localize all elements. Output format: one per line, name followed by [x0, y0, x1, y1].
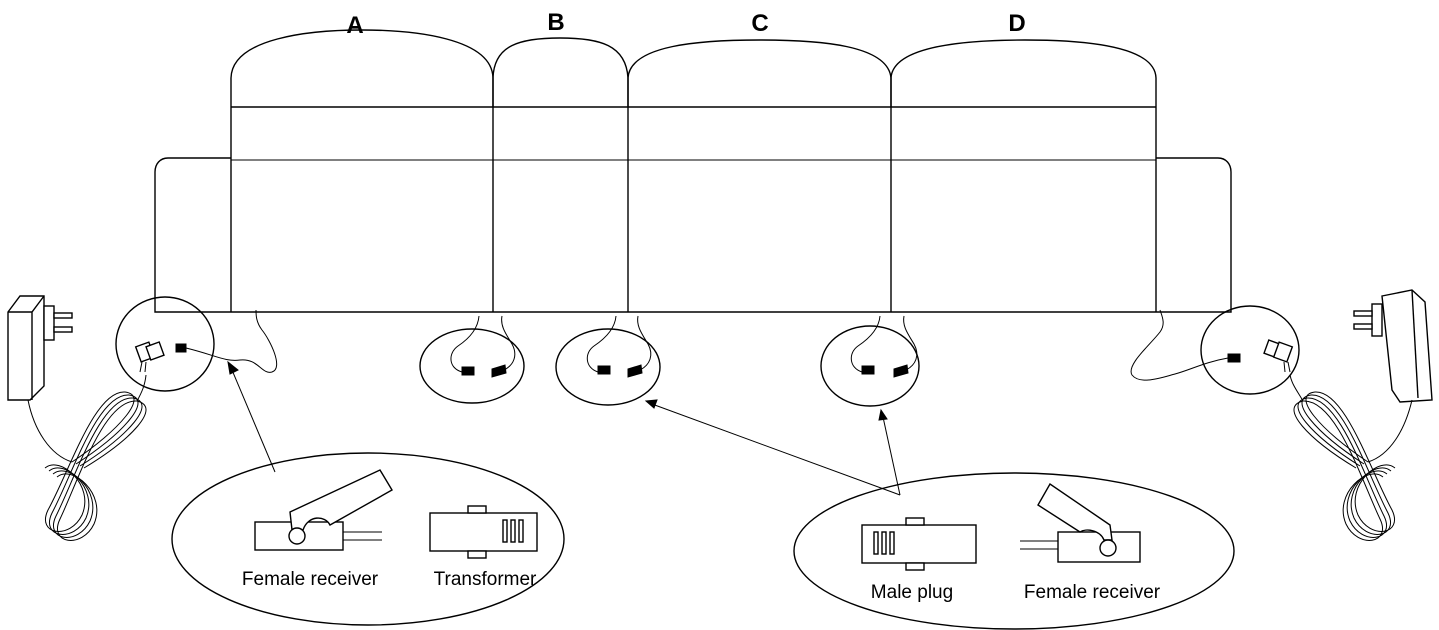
left-connection-circle [115, 296, 278, 392]
connection-circle-a-b [419, 315, 525, 404]
right-cable-plug-icon [1227, 353, 1241, 363]
left-cable-plug-icon [175, 343, 187, 353]
male-plug-icon [861, 365, 875, 375]
male-plug-icon [461, 366, 475, 376]
left-female-receiver-icon [134, 341, 165, 373]
right-female-receiver-icon [1263, 339, 1294, 373]
back-cushion-d [890, 39, 1157, 158]
callout-label-male-plug: Male plug [871, 582, 953, 603]
left-callout: Female receiver Transformer [171, 452, 565, 626]
female-receiver-icon [254, 469, 393, 551]
connection-circle-c-d [820, 315, 920, 407]
adapter-plug-block [43, 305, 55, 341]
left-power-adapter [7, 295, 147, 541]
right-coiled-cord [1289, 374, 1413, 541]
adapter-prong-bottom [1353, 323, 1373, 330]
callout-label-female-receiver: Female receiver [1024, 582, 1161, 603]
callout-label-female-receiver: Female receiver [242, 569, 379, 590]
pointer-arrows [227, 360, 901, 496]
arrow-to-circle-c-d [882, 416, 901, 496]
left-coiled-cord [27, 374, 147, 541]
adapter-prong-top [1353, 310, 1373, 317]
section-label-b: B [547, 9, 564, 36]
back-cushion-b [492, 37, 629, 107]
right-callout: Male plug Female receiver [793, 472, 1235, 630]
male-plug-icon [597, 365, 611, 375]
adapter-prong-top [53, 312, 73, 319]
back-cushion-a [230, 29, 494, 107]
right-cable [1130, 309, 1229, 381]
female-receiver-plug-icon [893, 364, 909, 378]
arrow-left-callout [231, 369, 276, 473]
sofa [154, 29, 1232, 313]
left-arm [154, 157, 231, 313]
adapter-prong-bottom [53, 326, 73, 333]
callout-label-transformer: Transformer [434, 569, 537, 590]
transformer-icon [429, 505, 538, 559]
male-plug-icon [861, 517, 977, 571]
female-receiver-icon [1020, 482, 1141, 563]
arrow-to-circle-b-c [651, 403, 901, 496]
female-receiver-plug-icon [627, 364, 643, 378]
connection-circle-b-c [555, 315, 661, 406]
section-label-c: C [751, 10, 768, 37]
right-arm [1156, 157, 1232, 313]
adapter-body [1381, 289, 1433, 403]
right-power-adapter [1289, 289, 1433, 541]
adapter-plug-block [1371, 303, 1383, 337]
left-cable [185, 309, 278, 373]
section-label-a: A [346, 12, 363, 39]
right-connection-circle [1130, 305, 1300, 395]
section-label-d: D [1008, 10, 1025, 37]
female-receiver-plug-icon [491, 364, 507, 378]
back-cushion-c [627, 39, 892, 107]
adapter-body [7, 295, 45, 401]
